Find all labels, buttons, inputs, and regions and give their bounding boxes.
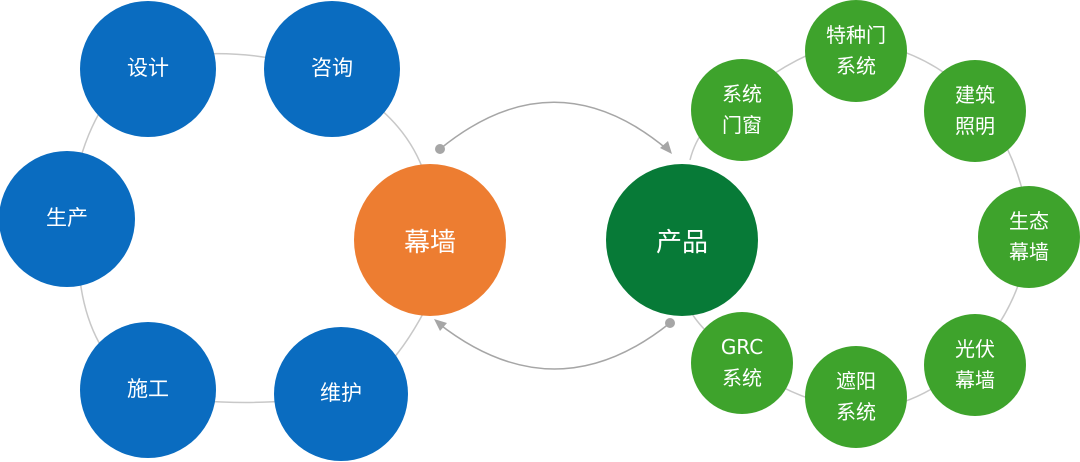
bottom-arrow-head	[434, 319, 447, 331]
node-maintenance: 维护	[274, 327, 408, 461]
node-design: 设计	[80, 1, 216, 137]
node-label: GRC 系统	[720, 335, 764, 390]
node-label: 生态 幕墙	[1009, 209, 1049, 264]
node-ecological-curtain-wall: 生态 幕墙	[978, 186, 1080, 288]
node-label: 建筑 照明	[955, 83, 995, 138]
node-production: 生产	[0, 151, 135, 287]
center-node-curtain-wall: 幕墙	[354, 164, 506, 316]
node-label: 咨询	[311, 56, 353, 81]
center-label: 幕墙	[403, 227, 456, 258]
node-label: 施工	[127, 377, 169, 402]
top-arrow-start-dot	[435, 144, 445, 154]
node-system-doors-windows: 系统 门窗	[691, 59, 793, 161]
node-grc-system: GRC 系统	[691, 312, 793, 414]
node-label: 遮阳 系统	[836, 369, 876, 424]
bottom-arrow-start-dot	[665, 318, 675, 328]
center-node-products: 产品	[606, 164, 758, 316]
node-label: 系统 门窗	[722, 82, 762, 137]
node-label: 维护	[320, 381, 362, 406]
node-photovoltaic-curtain-wall: 光伏 幕墙	[924, 314, 1026, 416]
node-label: 设计	[127, 56, 169, 81]
center-label: 产品	[655, 227, 708, 258]
bottom-arrow	[437, 322, 671, 370]
node-label: 特种门 系统	[826, 23, 886, 78]
node-consulting: 咨询	[264, 1, 400, 137]
node-special-door-system: 特种门 系统	[805, 0, 907, 102]
node-label: 生产	[46, 206, 88, 231]
node-building-lighting: 建筑 照明	[924, 60, 1026, 162]
node-construction: 施工	[80, 322, 216, 458]
node-label: 光伏 幕墙	[955, 337, 995, 392]
node-shading-system: 遮阳 系统	[805, 346, 907, 448]
top-arrow	[439, 101, 669, 151]
top-arrow-head	[660, 141, 672, 154]
